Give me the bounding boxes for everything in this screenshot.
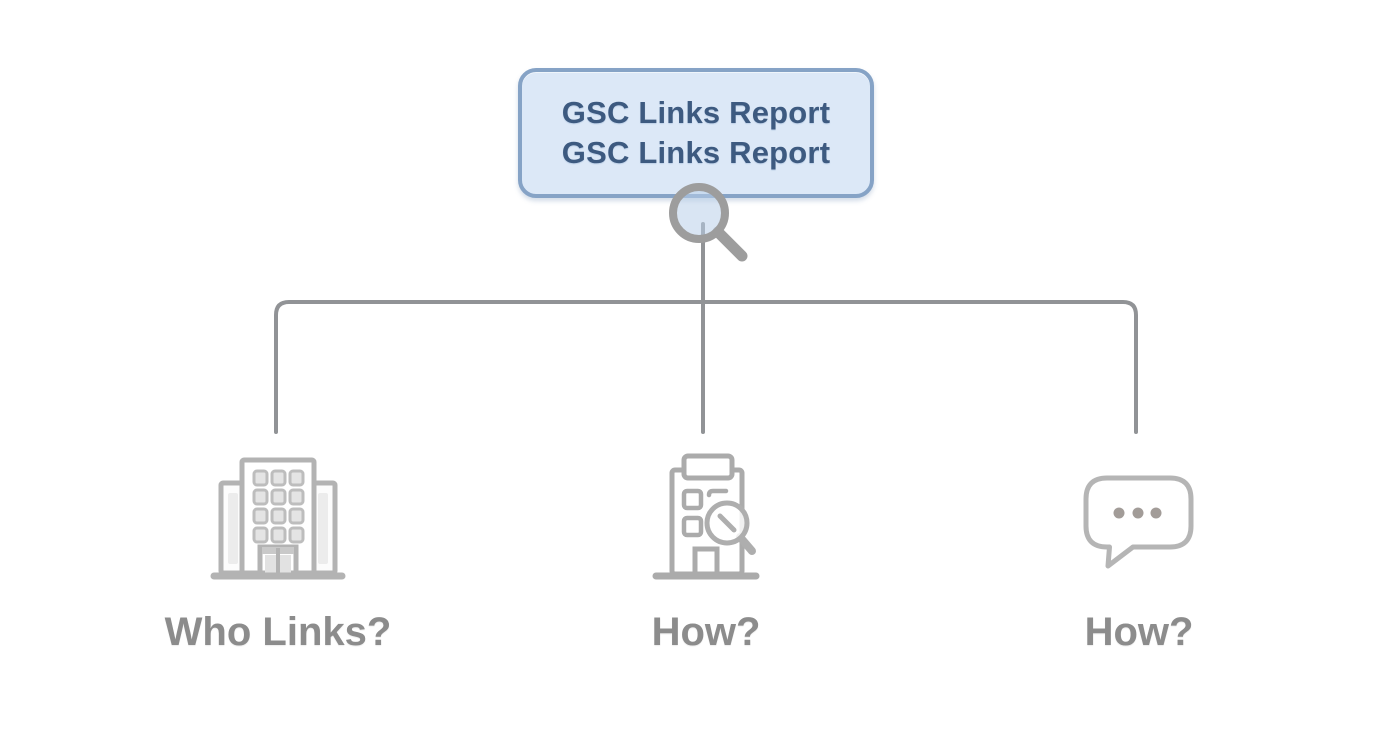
branch-how-chat: How? — [1019, 452, 1259, 652]
root-node-gsc-links-report: GSC Links Report GSC Links Report — [518, 68, 874, 198]
branch-label-who-links: Who Links? — [164, 610, 392, 654]
branch-how-audit: How? — [586, 452, 826, 652]
branch-who-links: Who Links? — [158, 452, 398, 652]
branch-connector-line — [274, 300, 1138, 434]
root-title-line2: GSC Links Report — [561, 135, 831, 170]
speech-bubble-ellipsis-icon — [1083, 475, 1194, 569]
branch-label-how-chat: How? — [1084, 610, 1194, 654]
branch-label-how-audit: How? — [651, 610, 761, 654]
root-title-line1: GSC Links Report — [561, 95, 831, 130]
office-building-icon — [210, 457, 346, 580]
building-inspect-magnifier-icon — [652, 453, 760, 580]
